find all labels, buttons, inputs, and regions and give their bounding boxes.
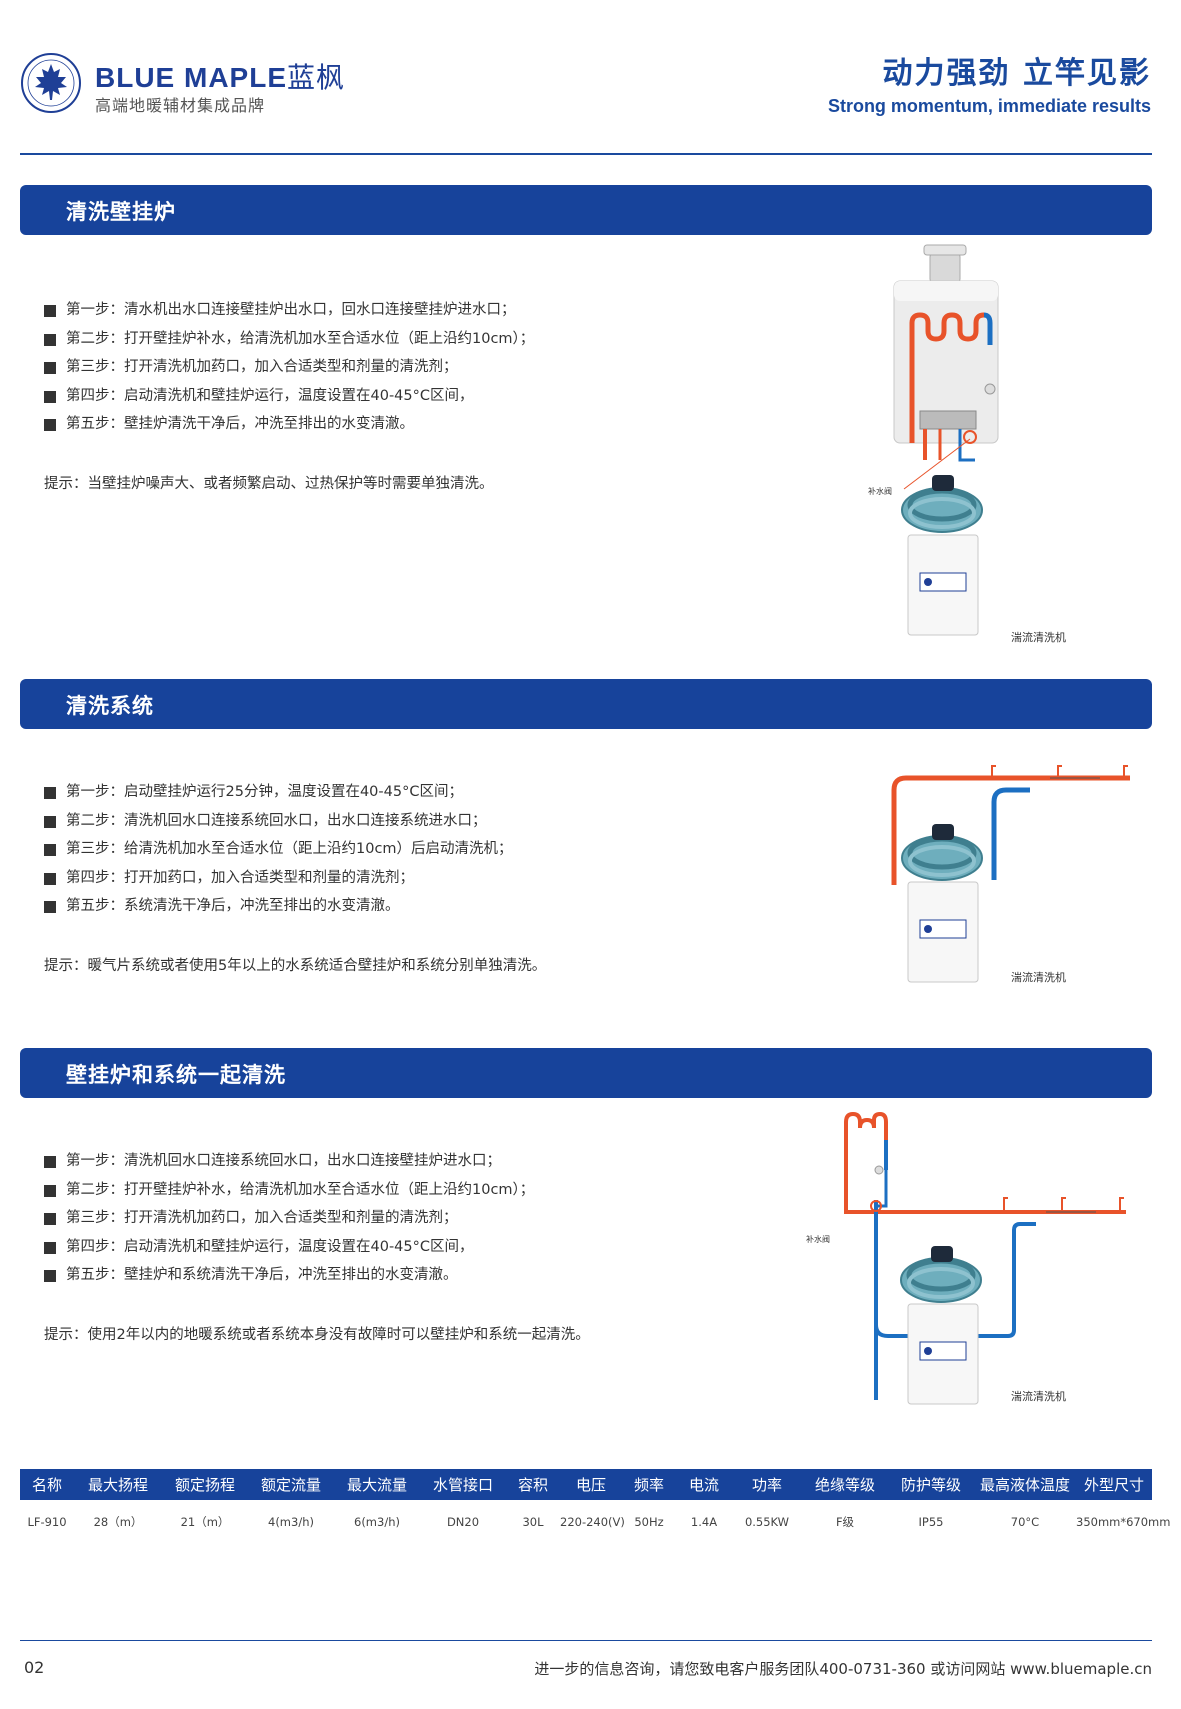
step-item: 第四步：启动清洗机和壁挂炉运行，温度设置在40-45°C区间， [44, 1233, 664, 1262]
system-cleaning-illustration [891, 765, 1130, 983]
spec-cell: DN20 [446, 1515, 480, 1529]
spec-header-cell: 外型尺寸 [1076, 1469, 1152, 1500]
step-item: 第二步：打开壁挂炉补水，给清洗机加水至合适水位（距上沿约10cm）； [44, 325, 664, 354]
illustration-caption: 湍流清洗机 [1011, 1390, 1066, 1403]
footer-contact: 进一步的信息咨询，请您致电客户服务团队400-0731-360 或访问网站 ww… [534, 1660, 1152, 1678]
spec-cell: LF-910 [27, 1515, 67, 1529]
spec-header-cell: 频率 [622, 1469, 676, 1500]
combined-cleaning-illustration [844, 1111, 1126, 1405]
spec-header-cell: 额定流量 [248, 1469, 334, 1500]
step-item: 第一步：清水机出水口连接壁挂炉出水口，回水口连接壁挂炉进水口； [44, 296, 664, 325]
bullet-square-icon [44, 305, 56, 317]
spec-header-cell: 最大流量 [334, 1469, 420, 1500]
spec-header-cell: 电压 [560, 1469, 622, 1500]
steps-list: 第一步：清洗机回水口连接系统回水口，出水口连接壁挂炉进水口； 第二步：打开壁挂炉… [44, 1147, 664, 1290]
spec-header-cell: 电流 [676, 1469, 732, 1500]
step-item: 第五步：壁挂炉和系统清洗干净后，冲洗至排出的水变清澈。 [44, 1261, 664, 1290]
footer-divider [20, 1640, 1152, 1641]
bullet-square-icon [44, 1184, 56, 1197]
bullet-square-icon [44, 787, 56, 799]
spec-header-cell: 防护等级 [888, 1469, 974, 1500]
brand-logo [20, 52, 82, 114]
spec-header-cell: 名称 [20, 1469, 74, 1500]
section-tip: 提示：暖气片系统或者使用5年以上的水系统适合壁挂炉和系统分别单独清洗。 [44, 958, 547, 974]
bullet-square-icon [44, 333, 56, 346]
slogan-en: Strong momentum, immediate results [827, 96, 1151, 116]
boiler-cleaning-illustration [893, 244, 999, 636]
bullet-square-icon [44, 390, 56, 403]
maple-leaf-icon [21, 53, 81, 113]
section-title-bar: 壁挂炉和系统一起清洗 [20, 1048, 1152, 1098]
spec-cell: 21（m） [180, 1515, 230, 1529]
slogan-cn: 动力强劲 立竿见影 [882, 56, 1151, 91]
section-title: 壁挂炉和系统一起清洗 [66, 1063, 286, 1087]
section-title-bar: 清洗壁挂炉 [20, 185, 1152, 235]
spec-cell: 30L [522, 1515, 544, 1529]
bullet-square-icon [44, 1241, 56, 1254]
header-divider [20, 153, 1152, 155]
spec-header-cell: 最大扬程 [74, 1469, 162, 1500]
spec-cell: 6(m3/h) [354, 1515, 400, 1529]
spec-header-cell: 额定扬程 [162, 1469, 248, 1500]
spec-cell: 1.4A [690, 1515, 718, 1529]
step-item: 第二步：打开壁挂炉补水，给清洗机加水至合适水位（距上沿约10cm）； [44, 1176, 664, 1205]
bullet-square-icon [44, 362, 56, 374]
spec-cell: IP55 [918, 1515, 944, 1529]
spec-header-cell: 容积 [506, 1469, 560, 1500]
section-title-bar: 清洗系统 [20, 679, 1152, 729]
bullet-square-icon [44, 815, 56, 828]
bullet-square-icon [44, 1270, 56, 1282]
bullet-square-icon [44, 901, 56, 913]
bullet-square-icon [44, 1213, 56, 1225]
step-item: 第一步：清洗机回水口连接系统回水口，出水口连接壁挂炉进水口； [44, 1147, 664, 1176]
bullet-square-icon [44, 419, 56, 431]
table-row: LF-910 28（m） 21（m） 4(m3/h) 6(m3/h) DN20 … [20, 1500, 1171, 1544]
step-item: 第五步：系统清洗干净后，冲洗至排出的水变清澈。 [44, 892, 664, 921]
step-item: 第四步：启动清洗机和壁挂炉运行，温度设置在40-45°C区间， [44, 382, 664, 411]
valve-label: 补水阀 [868, 487, 892, 496]
section-tip: 提示：使用2年以内的地暖系统或者系统本身没有故障时可以壁挂炉和系统一起清洗。 [44, 1327, 590, 1343]
step-item: 第三步：给清洗机加水至合适水位（距上沿约10cm）后启动清洗机； [44, 835, 664, 864]
section-title: 清洗壁挂炉 [66, 200, 176, 224]
spec-header-cell: 水管接口 [420, 1469, 506, 1500]
valve-label: 补水阀 [806, 1235, 830, 1244]
illustration-caption: 湍流清洗机 [1011, 971, 1066, 984]
step-item: 第五步：壁挂炉清洗干净后，冲洗至排出的水变清澈。 [44, 410, 664, 439]
steps-list: 第一步：启动壁挂炉运行25分钟，温度设置在40-45°C区间； 第二步：清洗机回… [44, 778, 664, 921]
spec-header-cell: 功率 [732, 1469, 802, 1500]
step-item: 第四步：打开加药口，加入合适类型和剂量的清洗剂； [44, 864, 664, 893]
brand-name: BLUE MAPLE蓝枫 [95, 56, 345, 96]
spec-cell: 70°C [1010, 1515, 1040, 1529]
section-tip: 提示：当壁挂炉噪声大、或者频繁启动、过热保护等时需要单独清洗。 [44, 476, 494, 492]
spec-cell: 28（m） [93, 1515, 143, 1529]
spec-cell: F级 [835, 1515, 855, 1529]
bullet-square-icon [44, 872, 56, 885]
brand-tagline: 高端地暖辅材集成品牌 [95, 96, 266, 115]
spec-header-cell: 绝缘等级 [802, 1469, 888, 1500]
page-number: 02 [24, 1658, 45, 1677]
brand-name-en: BLUE MAPLE [95, 62, 287, 93]
spec-cell: 220-240(V) [560, 1515, 625, 1529]
brand-name-cn: 蓝枫 [287, 62, 346, 93]
spec-cell: 350mm*670mm [1076, 1515, 1171, 1529]
spec-table: 名称 最大扬程 额定扬程 额定流量 最大流量 水管接口 容积 电压 频率 电流 … [20, 1469, 1171, 1544]
spec-cell: 50Hz [634, 1515, 664, 1529]
bullet-square-icon [44, 844, 56, 856]
illustration-caption: 湍流清洗机 [1011, 631, 1066, 644]
spec-header-cell: 最高液体温度 [974, 1469, 1076, 1500]
spec-cell: 4(m3/h) [268, 1515, 314, 1529]
bullet-square-icon [44, 1156, 56, 1168]
steps-list: 第一步：清水机出水口连接壁挂炉出水口，回水口连接壁挂炉进水口； 第二步：打开壁挂… [44, 296, 664, 439]
spec-table-header-row: 名称 最大扬程 额定扬程 额定流量 最大流量 水管接口 容积 电压 频率 电流 … [20, 1469, 1152, 1500]
section-title: 清洗系统 [66, 694, 154, 718]
step-item: 第二步：清洗机回水口连接系统回水口，出水口连接系统进水口； [44, 807, 664, 836]
spec-cell: 0.55KW [744, 1515, 790, 1529]
step-item: 第三步：打开清洗机加药口，加入合适类型和剂量的清洗剂； [44, 353, 664, 382]
step-item: 第三步：打开清洗机加药口，加入合适类型和剂量的清洗剂； [44, 1204, 664, 1233]
step-item: 第一步：启动壁挂炉运行25分钟，温度设置在40-45°C区间； [44, 778, 664, 807]
